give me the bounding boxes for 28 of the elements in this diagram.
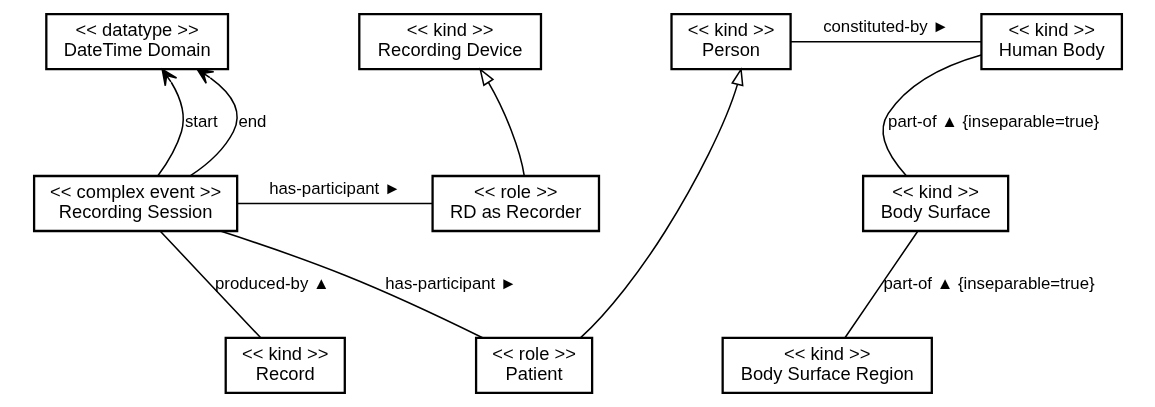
- connector: [219, 230, 483, 339]
- connector: [789, 40, 982, 43]
- node-box: << kind >> Human Body: [979, 13, 1123, 71]
- connector: [843, 230, 918, 339]
- node-box: << role >> Patient: [474, 336, 593, 394]
- node-box: << kind >> Body Surface Region: [721, 336, 933, 394]
- node-box: << kind >> Person: [669, 13, 792, 71]
- edge-label: constituted-by ►: [822, 17, 949, 37]
- node-box: << complex event >> Recording Session: [32, 174, 238, 233]
- arrow: [478, 67, 525, 177]
- arrow: [188, 68, 238, 177]
- node-box: << datatype >> DateTime Domain: [44, 13, 229, 71]
- edge-label: has-participant ►: [268, 179, 401, 199]
- connector: [236, 202, 433, 205]
- edge-label: has-participant ►: [384, 273, 517, 293]
- node-box: << kind >> Record: [224, 336, 346, 394]
- edge-label: part-of ▲ {inseparable=true}: [887, 111, 1099, 131]
- edge-label: end: [237, 111, 266, 131]
- arrow: [156, 68, 184, 177]
- node-box: << kind >> Recording Device: [357, 13, 542, 71]
- edge-label: part-of ▲ {inseparable=true}: [883, 273, 1095, 293]
- edge-label: start: [184, 111, 218, 131]
- connector: [881, 54, 982, 177]
- edge-label: produced-by ▲: [214, 273, 330, 293]
- node-box: << kind >> Body Surface: [861, 174, 1009, 233]
- connector: [159, 230, 261, 339]
- node-box: << role >> RD as Recorder: [430, 174, 600, 233]
- arrow: [579, 67, 744, 339]
